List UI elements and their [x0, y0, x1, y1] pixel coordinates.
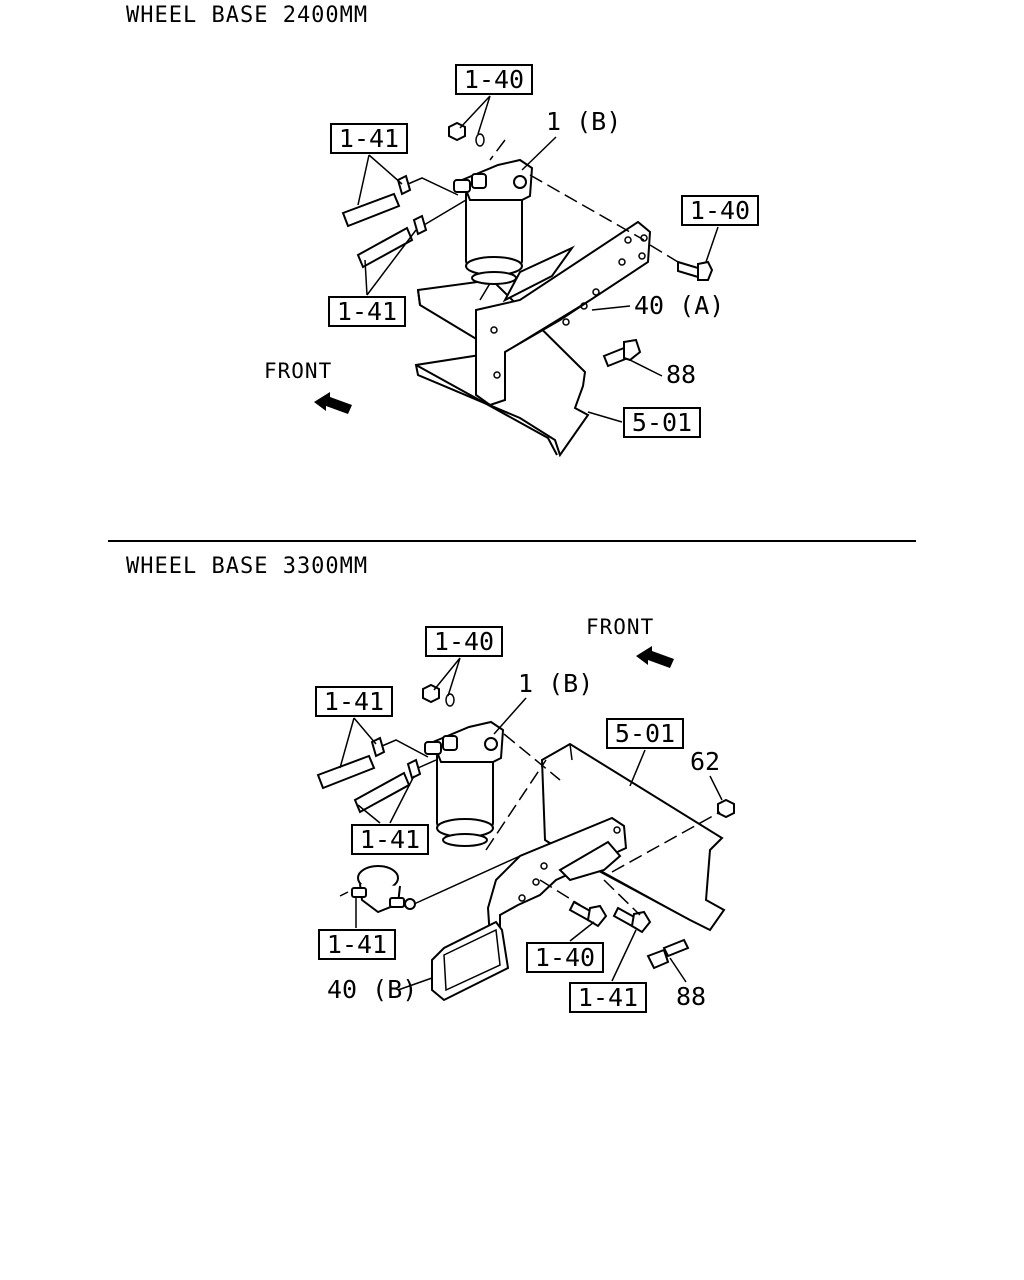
svg-text:5-01: 5-01 [632, 408, 692, 437]
svg-text:1-41: 1-41 [327, 930, 387, 959]
callout-ref-filter: 1 (B) [493, 669, 593, 735]
callout-ref-filter: 1 (B) [521, 107, 621, 171]
callout-bracket: 40 (B) [327, 975, 433, 1004]
svg-text:1-41: 1-41 [578, 983, 638, 1012]
callout-bolt-88: 88 [669, 957, 706, 1011]
callout-ref-bolt-1: 1-40 [526, 921, 604, 973]
bolt-upper-right [677, 260, 714, 281]
callout-ref-pump: 1-41 [318, 898, 396, 960]
assembly-line [603, 879, 641, 916]
callout-ref-bolt: 1-40 [681, 195, 759, 263]
nut-and-washer [448, 121, 485, 147]
svg-text:1 (B): 1 (B) [518, 669, 593, 698]
svg-text:1 (B): 1 (B) [546, 107, 621, 136]
callout-bracket: 40 (A) [591, 291, 724, 320]
callout-ref-hose-upper: 1-41 [330, 123, 408, 206]
callout-ref-hose-upper: 1-41 [315, 686, 393, 769]
assembly-line [503, 733, 561, 781]
svg-text:1-40: 1-40 [434, 627, 494, 656]
svg-text:40 (A): 40 (A) [634, 291, 724, 320]
bolt-88 [646, 938, 690, 970]
front-arrow-icon [314, 392, 352, 414]
bracket-40a [475, 220, 652, 407]
section-wheel-base-3300: WHEEL BASE 3300MM FRONT [126, 554, 735, 1013]
callout-frame: 5-01 [606, 718, 684, 787]
callout-ref-nut: 1-40 [455, 64, 533, 135]
section-wheel-base-2400: WHEEL BASE 2400MM [126, 3, 759, 458]
svg-text:1-40: 1-40 [690, 196, 750, 225]
nut-62 [717, 798, 735, 819]
assembly-line [539, 879, 581, 906]
assembly-line [489, 139, 506, 161]
bolt-1-41 [612, 906, 652, 934]
svg-text:88: 88 [666, 360, 696, 389]
priming-pump [339, 855, 521, 914]
bracket-40b [431, 816, 628, 1002]
svg-text:40 (B): 40 (B) [327, 975, 417, 1004]
callout-frame: 5-01 [587, 407, 701, 438]
section-heading-2400: WHEEL BASE 2400MM [126, 3, 368, 28]
callout-bolt-88: 88 [629, 359, 696, 389]
callout-ref-hose-lower: 1-41 [351, 775, 429, 855]
assembly-line [529, 174, 645, 241]
svg-text:88: 88 [676, 982, 706, 1011]
assembly-line [485, 759, 547, 851]
callout-ref-hose-lower: 1-41 [328, 229, 417, 327]
assembly-line [649, 244, 679, 263]
callout-nut-62: 62 [690, 747, 723, 801]
fuel-filter [453, 158, 534, 285]
bolt-1-40 [568, 900, 608, 928]
svg-text:5-01: 5-01 [615, 719, 675, 748]
bolt-88-top [602, 338, 642, 368]
svg-text:1-41: 1-41 [337, 297, 397, 326]
section-heading-3300: WHEEL BASE 3300MM [126, 554, 368, 579]
nut-and-washer [422, 683, 455, 707]
svg-text:1-40: 1-40 [464, 65, 524, 94]
svg-text:1-40: 1-40 [535, 943, 595, 972]
svg-text:1-41: 1-41 [339, 124, 399, 153]
fuel-hoses [341, 174, 467, 269]
callout-ref-nut: 1-40 [425, 626, 503, 697]
fuel-filter [424, 720, 505, 847]
callout-ref-bolt-2: 1-41 [569, 929, 647, 1013]
front-label-top: FRONT [264, 359, 332, 383]
svg-text:1-41: 1-41 [360, 825, 420, 854]
svg-text:1-41: 1-41 [324, 687, 384, 716]
front-arrow-icon [636, 646, 674, 668]
svg-text:62: 62 [690, 747, 720, 776]
fuel-hoses [316, 736, 437, 814]
assembly-line [611, 811, 721, 873]
front-label-bottom: FRONT [586, 615, 654, 639]
